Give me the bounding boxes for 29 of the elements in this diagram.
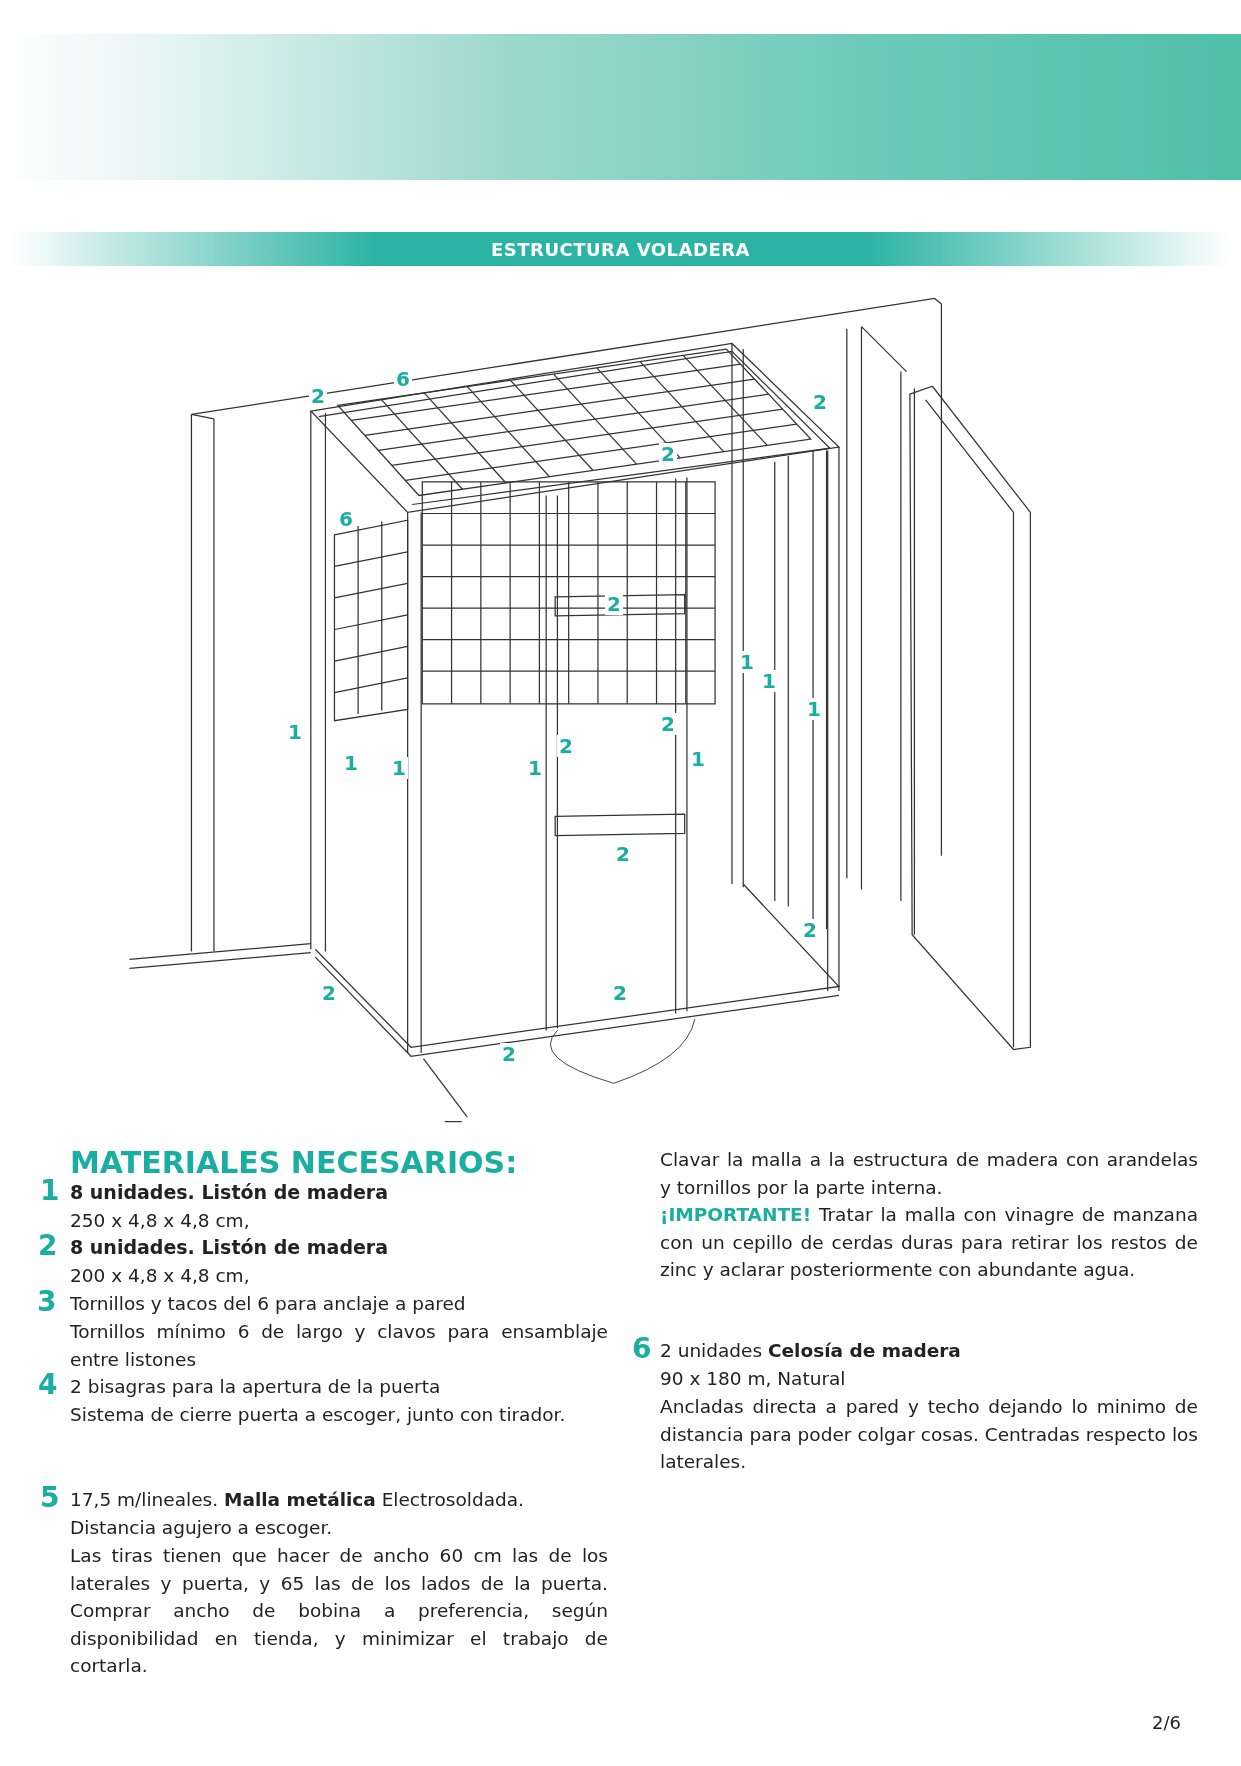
body-text: Tornillos y tacos del 6 para anclaje a pared: [70, 1292, 467, 1316]
item-number: 3: [37, 1288, 57, 1316]
body-text: 200 x 4,8 x 4,8 cm,: [70, 1264, 251, 1288]
item-number: 5: [40, 1484, 60, 1512]
item-title: 8 unidades. Listón de madera: [70, 1235, 390, 1260]
title-text: ESTRUCTURA VOLADERA: [491, 238, 750, 260]
body-text: Las tiras tienen que hacer de ancho 60 cm las de los laterales y puerta, y 65 las de los lados de la puerta. Comprar ancho de bobina a preferencia, según disponibilidad en tienda, y minimizar el trabajo de cortarla.: [70, 1544, 608, 1679]
section-heading: MATERIALES NECESARIOS:: [70, 1146, 518, 1179]
callout-number: 2: [605, 593, 623, 615]
body-text: Sistema de cierre puerta a escoger, junto con tirador.: [70, 1403, 567, 1427]
callout-number: 2: [557, 735, 575, 757]
body-text: ¡IMPORTANTE! Tratar la malla con vinagre de manzana con un cepillo de cerdas duras para retirar los restos de zinc y aclarar posteriormente con abundante agua.: [660, 1203, 1198, 1283]
item-title: 8 unidades. Listón de madera: [70, 1180, 390, 1205]
body-text: 90 x 180 m, Natural: [660, 1367, 847, 1391]
body-text: Ancladas directa a pared y techo dejando lo minimo de distancia para poder colgar cosas. Centradas respecto los laterales.: [660, 1395, 1198, 1475]
callout-number: 2: [659, 443, 677, 465]
page-number: 2/6: [1152, 1712, 1181, 1733]
item-number: 2: [38, 1232, 58, 1260]
body-text: 250 x 4,8 x 4,8 cm,: [70, 1209, 251, 1233]
item-number: 4: [38, 1371, 58, 1399]
item-number: 1: [40, 1177, 60, 1205]
item-number: 6: [632, 1335, 652, 1363]
body-text: 2 bisagras para la apertura de la puerta: [70, 1375, 442, 1399]
body-text: Tornillos mínimo 6 de largo y clavos para ensamblaje entre listones: [70, 1320, 608, 1372]
callout-number: 2: [659, 713, 677, 735]
body-text: 2 unidades Celosía de madera: [660, 1339, 962, 1363]
body-text: Clavar la malla a la estructura de madera con arandelas y tornillos por la parte interna.: [660, 1148, 1198, 1200]
body-text: 17,5 m/lineales. Malla metálica Electrosoldada.: [70, 1488, 525, 1512]
body-text: Distancia agujero a escoger.: [70, 1516, 334, 1540]
